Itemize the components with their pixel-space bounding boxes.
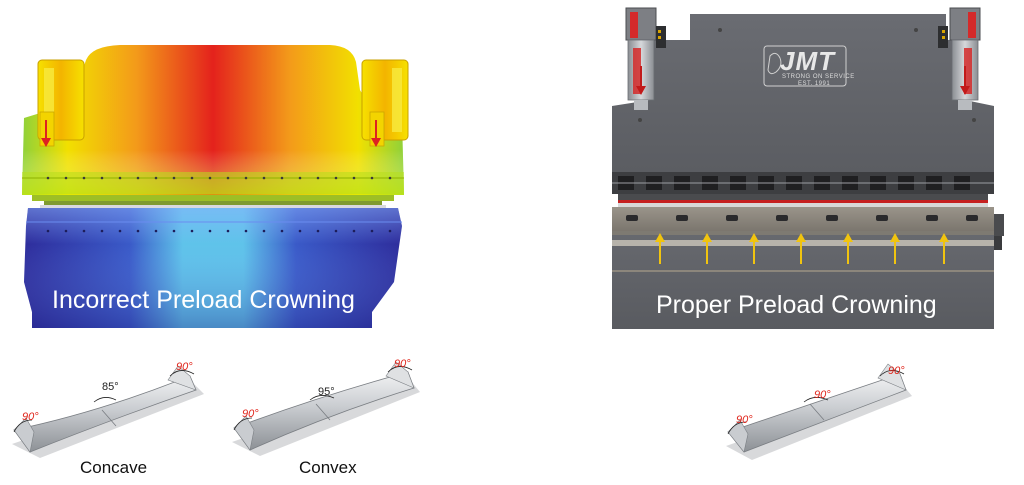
left-down-arrow [41, 120, 51, 147]
upward-crowning-arrows [655, 233, 949, 264]
concave-label: Concave [80, 458, 148, 477]
left-hydraulic-cylinder [625, 7, 666, 110]
concave-bend-part [12, 365, 204, 458]
convex-angle-right: 90° [394, 358, 411, 370]
incorrect-crowning-machine [22, 45, 409, 328]
concave-angle-left: 90° [22, 411, 39, 423]
incorrect-crowning-caption: Incorrect Preload Crowning [52, 286, 355, 314]
logo-est: EST. 1991 [798, 81, 831, 87]
proper-angle-left: 90° [736, 414, 753, 426]
proper-angle-right: 90° [888, 365, 905, 377]
convex-bend-part [232, 361, 420, 456]
right-down-arrow [371, 120, 381, 147]
proper-crowning-caption: Proper Preload Crowning [656, 291, 937, 319]
concave-angle-right: 90° [176, 361, 193, 373]
convex-label: Convex [299, 458, 357, 477]
proper-bend-part [726, 363, 912, 460]
logo-brand-block: JMT [780, 46, 835, 77]
proper-crowning-machine [612, 7, 1004, 329]
upper-ram [612, 14, 994, 192]
proper-angle-middle: 90° [814, 389, 831, 401]
logo-brand: JMT [780, 46, 835, 76]
jmt-logo [763, 45, 847, 87]
convex-angle-middle: 95° [318, 386, 335, 398]
right-hydraulic-cylinder [938, 7, 981, 110]
convex-angle-left: 90° [242, 408, 259, 420]
logo-tagline: STRONG ON SERVICE [782, 74, 855, 80]
concave-angle-middle: 85° [102, 381, 119, 393]
